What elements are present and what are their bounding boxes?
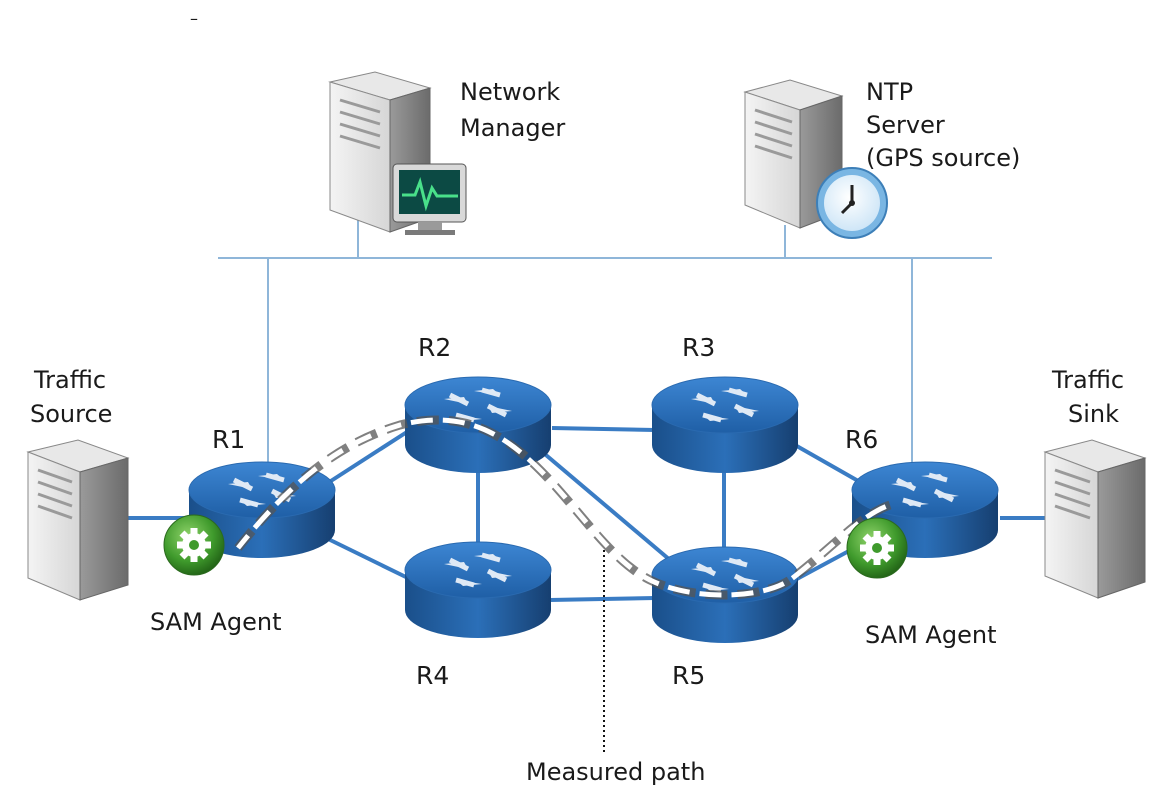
router-label-r1: R1: [212, 425, 245, 454]
sam-agent-r6-label: SAM Agent: [865, 621, 996, 649]
management-network: [218, 215, 992, 478]
traffic-source-server-icon: [26, 439, 130, 601]
sam-agent-r1-gear-icon: [163, 514, 225, 576]
measured-path-line: [234, 415, 892, 600]
router-label-r3: R3: [682, 333, 715, 362]
sam-agent-r1-label: SAM Agent: [150, 608, 281, 636]
traffic-source-label-2: Source: [30, 400, 112, 428]
router-label-r6: R6: [845, 425, 878, 454]
router-r2: [404, 376, 552, 473]
traffic-sink-label-2: Sink: [1068, 400, 1119, 428]
network-manager-label-2: Manager: [460, 114, 565, 142]
router-r4: [404, 541, 552, 638]
monitor-pulse-icon: [392, 163, 467, 235]
top-mark: –: [190, 9, 198, 28]
router-label-r4: R4: [416, 661, 449, 690]
router-label-r2: R2: [418, 333, 451, 362]
router-label-r5: R5: [672, 661, 705, 690]
network-manager-label-1: Network: [460, 78, 560, 106]
sam-agent-r6-gear-icon: [846, 517, 908, 579]
clock-icon: [816, 167, 888, 239]
traffic-sink-server-icon: [1043, 439, 1147, 599]
ntp-server-label-1: NTP: [866, 78, 913, 106]
router-links: [128, 426, 1048, 602]
router-r3: [651, 376, 799, 473]
ntp-server-label-3: (GPS source): [866, 144, 1020, 172]
traffic-sink-label-1: Traffic: [1051, 366, 1124, 394]
ntp-server-label-2: Server: [866, 111, 945, 139]
traffic-source-label-1: Traffic: [33, 366, 106, 394]
measured-path-label: Measured path: [526, 758, 705, 786]
